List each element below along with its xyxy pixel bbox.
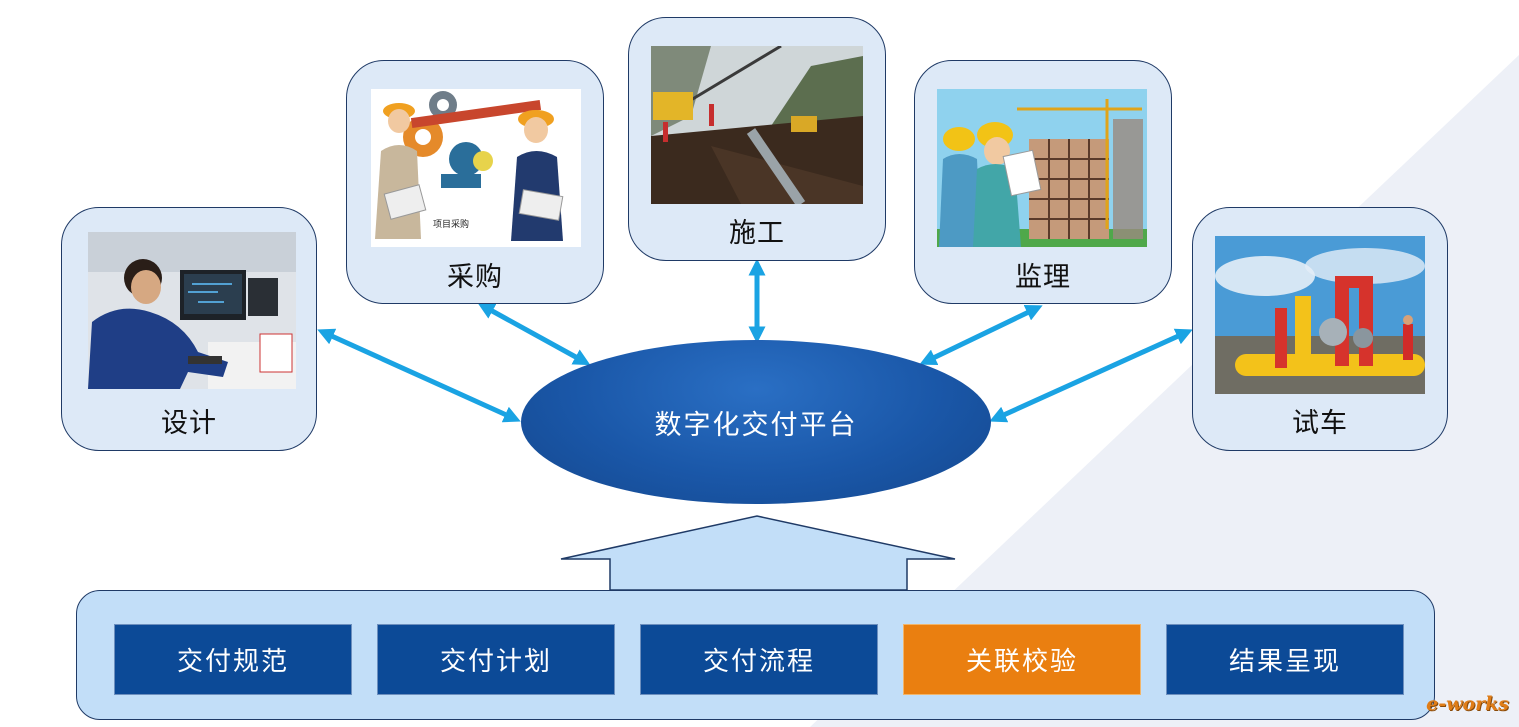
arrow-design-platform — [317, 328, 521, 423]
upward-arrow — [560, 515, 956, 591]
platform-ellipse: 数字化交付平台 — [521, 340, 991, 504]
commissioning-label: 试车 — [1292, 408, 1348, 439]
arrow-supervision-platform — [919, 305, 1043, 365]
construction-photo — [651, 46, 863, 204]
design-label: 设计 — [161, 408, 217, 439]
design-photo — [88, 232, 296, 389]
procurement-photo: 项目采购 — [371, 89, 581, 247]
watermark-logo: e-works — [1426, 693, 1509, 715]
procurement-label: 采购 — [447, 262, 503, 293]
stage-card-commissioning: 试车 — [1192, 207, 1448, 451]
modules-panel: 交付规范 交付计划 交付流程 关联校验 结果呈现 — [76, 590, 1435, 720]
arrow-commissioning-platform — [989, 328, 1193, 423]
commissioning-photo — [1215, 236, 1425, 394]
module-spec: 交付规范 — [114, 624, 352, 695]
supervision-photo — [937, 89, 1147, 247]
arrow-procurement-platform — [477, 302, 591, 366]
stage-card-supervision: 监理 — [914, 60, 1172, 304]
supervision-label: 监理 — [1015, 262, 1071, 293]
module-process: 交付流程 — [640, 624, 878, 695]
construction-label: 施工 — [729, 218, 785, 249]
platform-label: 数字化交付平台 — [654, 409, 858, 441]
module-result: 结果呈现 — [1166, 624, 1404, 695]
stage-card-design: 设计 — [61, 207, 317, 451]
module-check: 关联校验 — [903, 624, 1141, 695]
module-plan: 交付计划 — [377, 624, 615, 695]
stage-card-procurement: 项目采购 采购 — [346, 60, 604, 304]
stage-card-construction: 施工 — [628, 17, 886, 261]
procurement-photo-caption: 项目采购 — [433, 218, 469, 230]
